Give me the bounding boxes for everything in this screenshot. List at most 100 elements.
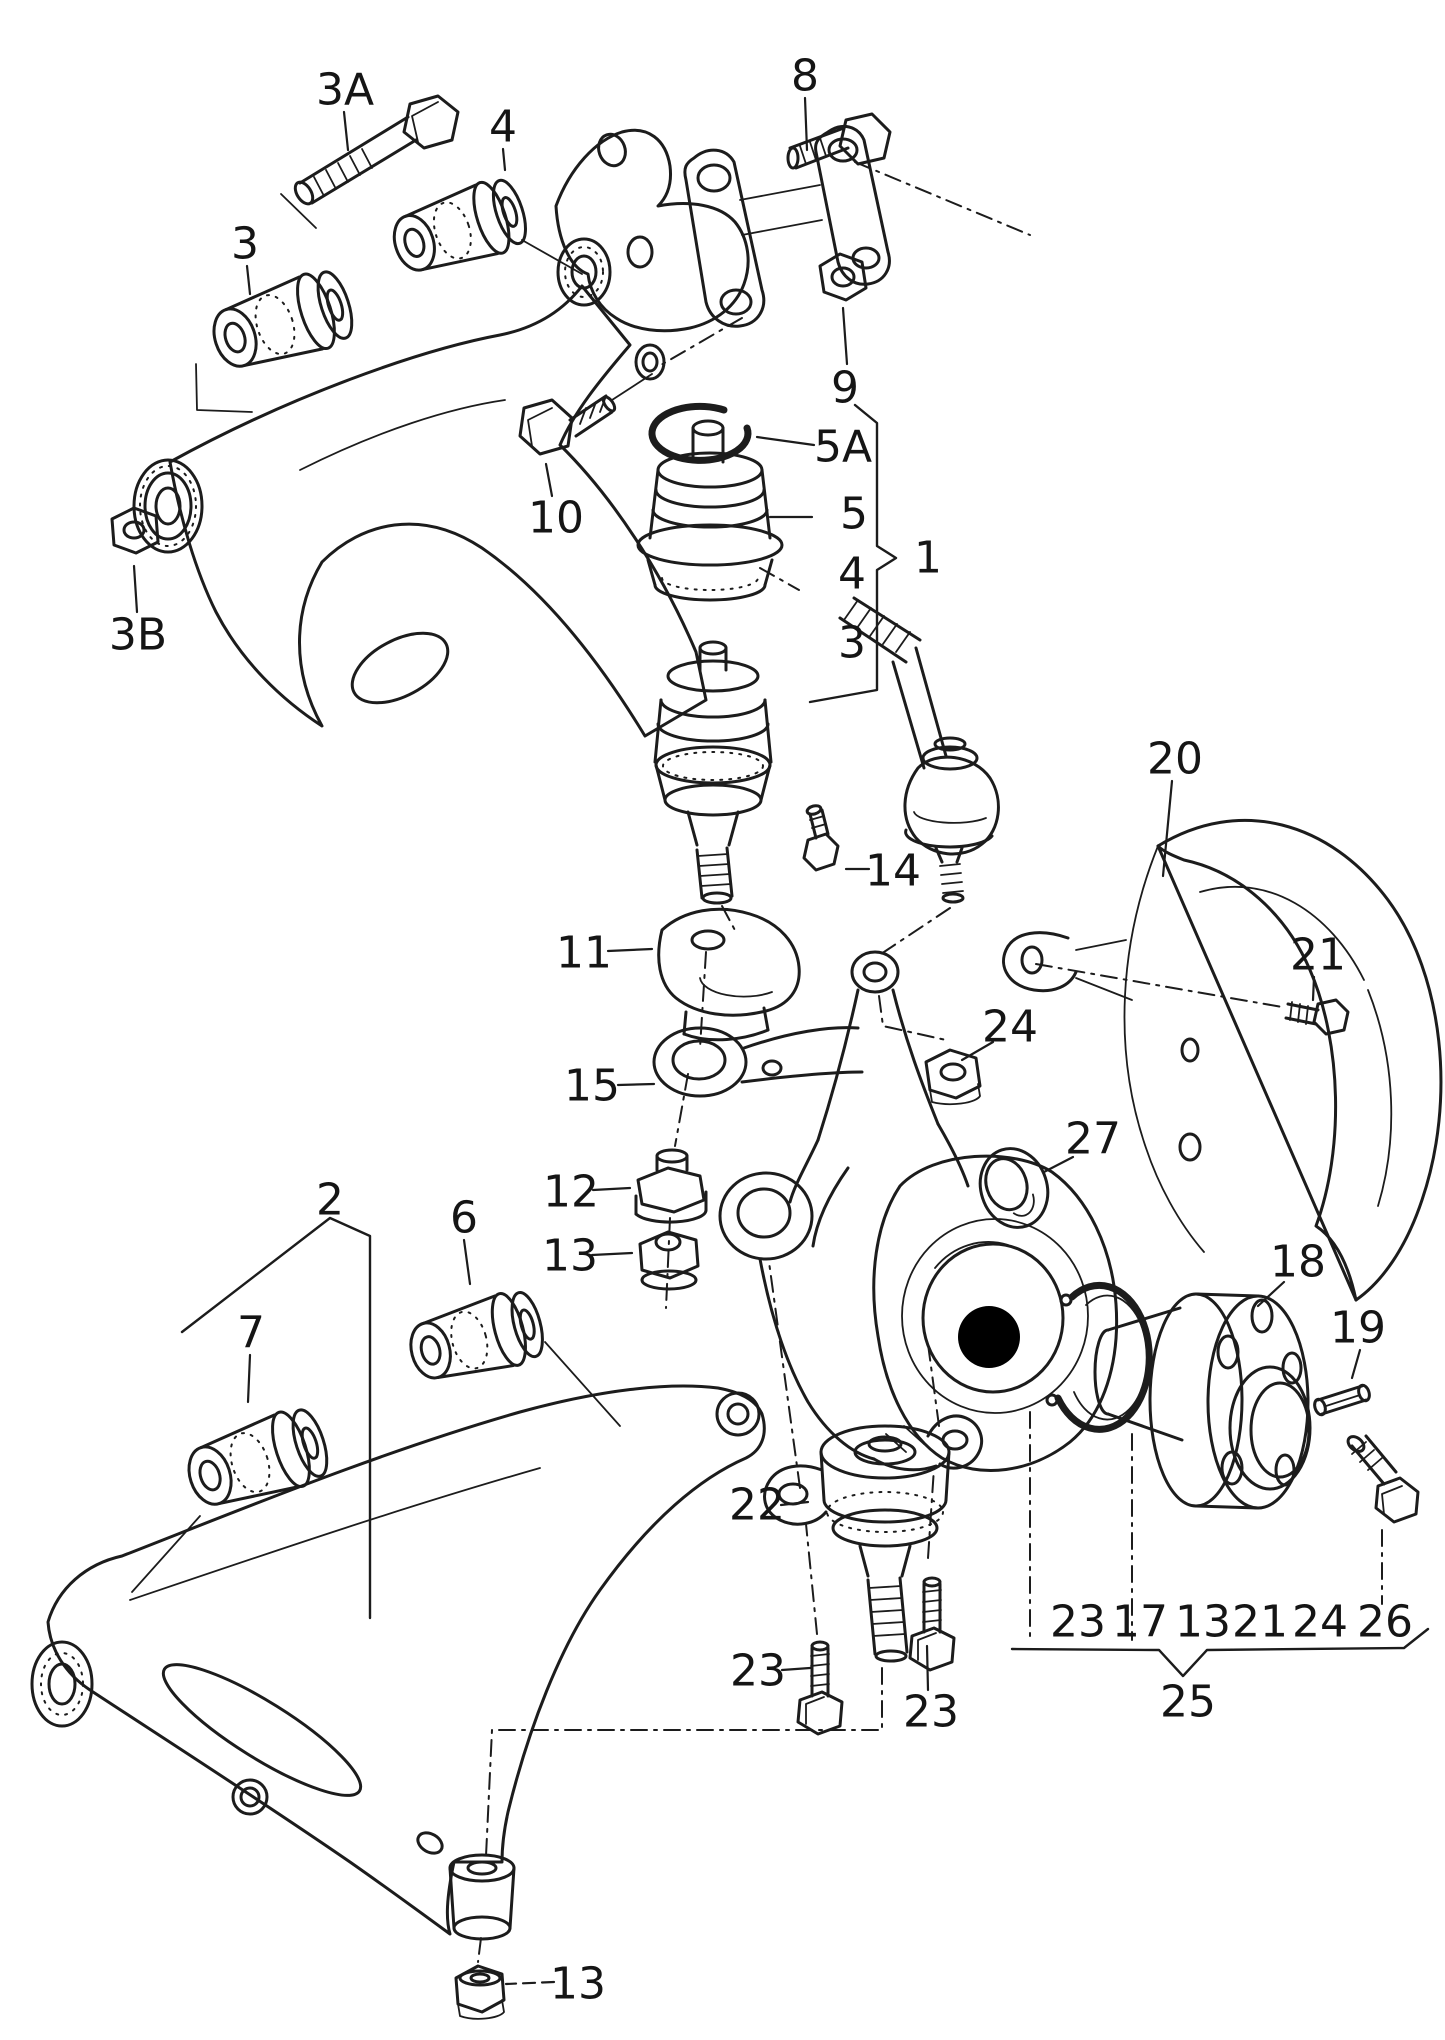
bolt-26 xyxy=(1346,1434,1420,1524)
snap-ring-17 xyxy=(1045,1281,1153,1433)
bushing6-insert xyxy=(544,1341,621,1427)
callout-8: 8 xyxy=(791,51,819,102)
callout-2: 2 xyxy=(316,1175,344,1226)
leader-21 xyxy=(1311,975,1316,1002)
balljoint-stud-axis xyxy=(721,905,738,935)
roll-pin-19 xyxy=(1313,1383,1371,1417)
bushing4-insert xyxy=(521,239,583,275)
lower-balljoint-ear-axis xyxy=(768,1261,801,1489)
group-1-brace xyxy=(808,403,898,704)
leader-13-upper xyxy=(590,1251,634,1257)
leader-7 xyxy=(246,1353,252,1404)
bolt-8 xyxy=(786,112,892,170)
bushing-7 xyxy=(177,1400,337,1521)
splash-shield-20 xyxy=(1002,818,1443,1302)
callout-13-upper: 13 xyxy=(542,1231,598,1282)
leader-15 xyxy=(616,1082,656,1087)
steering-knuckle xyxy=(718,950,1119,1473)
leader-27 xyxy=(1042,1155,1075,1174)
callout-4-top: 4 xyxy=(489,102,517,153)
chevron-top xyxy=(280,193,317,229)
pressed-rear-bushing-7 xyxy=(30,1640,94,1728)
callout-19: 19 xyxy=(1330,1303,1386,1354)
callout-15: 15 xyxy=(564,1061,620,1112)
callout-6: 6 xyxy=(450,1193,478,1244)
callout-4-mid: 4 xyxy=(838,549,866,600)
nut-13-upper xyxy=(638,1230,700,1291)
callout-24-row: 24 xyxy=(1292,1597,1348,1648)
nut-stack-axis xyxy=(665,1217,671,1309)
leader-18 xyxy=(1256,1280,1286,1308)
leader-24 xyxy=(960,1040,995,1062)
callout-1: 1 xyxy=(914,533,942,584)
guide-lines-layer xyxy=(131,193,653,1593)
bolt-14 xyxy=(802,804,840,872)
leader-20 xyxy=(1161,779,1174,878)
bolt-21 xyxy=(1284,998,1350,1036)
leader-8 xyxy=(803,96,809,152)
tie-rod-end xyxy=(838,596,1000,904)
tierod-nut-axis xyxy=(878,995,947,1041)
callout-13-row: 13 xyxy=(1175,1597,1231,1648)
upper-control-arm xyxy=(132,284,708,738)
callout-7: 7 xyxy=(237,1308,265,1359)
callout-25: 25 xyxy=(1160,1677,1216,1728)
lock-nut-12 xyxy=(634,1148,708,1224)
nut-13-bottom xyxy=(454,1964,506,2020)
upper-ball-joint-installed xyxy=(653,640,773,905)
clamp-plate-11 xyxy=(657,907,801,1042)
leader-23-right xyxy=(925,1644,930,1692)
leader-13-bottom xyxy=(504,1980,556,1986)
pressed-rear-bushing xyxy=(132,458,204,554)
axis-lines-layer xyxy=(477,161,1383,1963)
callout-3-mid: 3 xyxy=(838,618,866,669)
leader-11 xyxy=(606,947,654,953)
seal-27 xyxy=(978,1147,1050,1229)
callout-14: 14 xyxy=(865,846,921,897)
shackle-axis xyxy=(854,161,1031,236)
bolt-3a xyxy=(293,94,460,206)
tierod-stud-axis xyxy=(877,907,951,957)
bushing-6 xyxy=(401,1283,551,1393)
callout-23-row: 23 xyxy=(1050,1597,1106,1648)
front-mount-bracket xyxy=(554,128,750,333)
leader-22 xyxy=(779,1500,810,1507)
ear-to-housing-axis xyxy=(927,1343,940,1427)
callout-21-row: 21 xyxy=(1232,1597,1288,1648)
bolt-23-right xyxy=(908,1576,956,1672)
leader-3B xyxy=(132,564,139,614)
bolt-23-left xyxy=(796,1640,844,1736)
wheel-hub-18 xyxy=(1093,1292,1312,1510)
callout-9: 9 xyxy=(831,363,859,414)
bolt-10 xyxy=(518,394,617,456)
bolt23-right-axis xyxy=(927,1467,935,1559)
callout-3-top: 3 xyxy=(231,219,259,270)
callout-24: 24 xyxy=(982,1002,1038,1053)
leader-10 xyxy=(544,462,554,498)
leader-23-left xyxy=(780,1666,812,1672)
bolt10-to-ear xyxy=(611,373,653,401)
nut-3b xyxy=(110,506,160,555)
bolt23-left-axis xyxy=(805,1523,818,1635)
nut-9 xyxy=(818,252,868,302)
ball-joint-5 xyxy=(636,419,784,602)
bush-to-nut-axis xyxy=(477,1937,482,1963)
shield-bolt-axis xyxy=(1035,963,1283,1008)
callout-5A: 5A xyxy=(814,422,872,473)
callout-26-row: 26 xyxy=(1357,1597,1413,1648)
callout-12: 12 xyxy=(543,1167,599,1218)
plate-axis xyxy=(699,951,707,1049)
circlip-5a xyxy=(648,402,752,464)
callout-20: 20 xyxy=(1147,734,1203,785)
leader-19 xyxy=(1350,1348,1362,1380)
front-bushing-tube xyxy=(448,1853,516,1941)
callout-3A: 3A xyxy=(316,65,374,116)
leader-6 xyxy=(462,1238,472,1286)
callout-27: 27 xyxy=(1065,1114,1121,1165)
group-brackets-layer xyxy=(180,403,1430,1678)
callout-17-row: 17 xyxy=(1112,1597,1168,1648)
bearing-highlight xyxy=(958,1306,1020,1368)
callout-22: 22 xyxy=(729,1480,785,1531)
